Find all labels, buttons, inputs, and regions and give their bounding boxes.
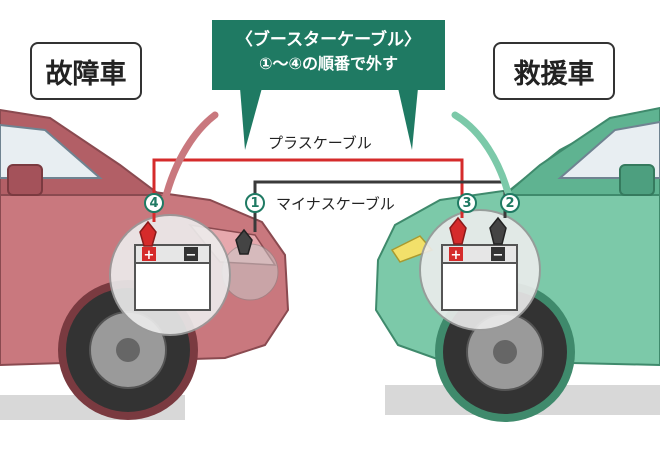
rescue-car-mirror [619, 164, 655, 196]
minus-cable-label: マイナスケーブル [276, 195, 395, 213]
svg-text:−: − [493, 248, 504, 263]
plus-cable-label: プラスケーブル [268, 134, 372, 152]
rescue-minus-terminal [491, 247, 505, 261]
svg-text:+: + [451, 248, 462, 263]
broken-car-mirror [7, 164, 43, 196]
clamp-3 [449, 216, 467, 245]
step-1-marker: 1 [245, 193, 265, 213]
broken-car-label: 故障車 [30, 42, 142, 100]
booster-cable-callout: 〈ブースターケーブル〉 ①～④の順番で外す [212, 20, 445, 90]
broken-plus-terminal [142, 247, 156, 261]
rescue-car-label: 救援車 [493, 42, 615, 100]
clamp-4 [139, 220, 157, 247]
callout-instruction: ①～④の順番で外す [258, 54, 399, 73]
svg-text:−: − [186, 248, 197, 263]
clamp-1 [235, 228, 253, 255]
rescue-battery: + − [441, 244, 518, 311]
callout-title: 〈ブースターケーブル〉 [235, 30, 422, 50]
svg-text:+: + [144, 248, 155, 263]
callout-pointer-right [398, 88, 418, 150]
step-4-marker: 4 [144, 193, 164, 213]
callout-pointer-left [240, 88, 262, 150]
step-3-marker: 3 [457, 193, 477, 213]
broken-minus-terminal [184, 247, 198, 261]
clamp-2 [489, 216, 507, 245]
plus-cable [152, 158, 464, 222]
step-2-marker: 2 [500, 193, 520, 213]
rescue-plus-terminal [449, 247, 463, 261]
broken-battery: + − [134, 244, 211, 311]
